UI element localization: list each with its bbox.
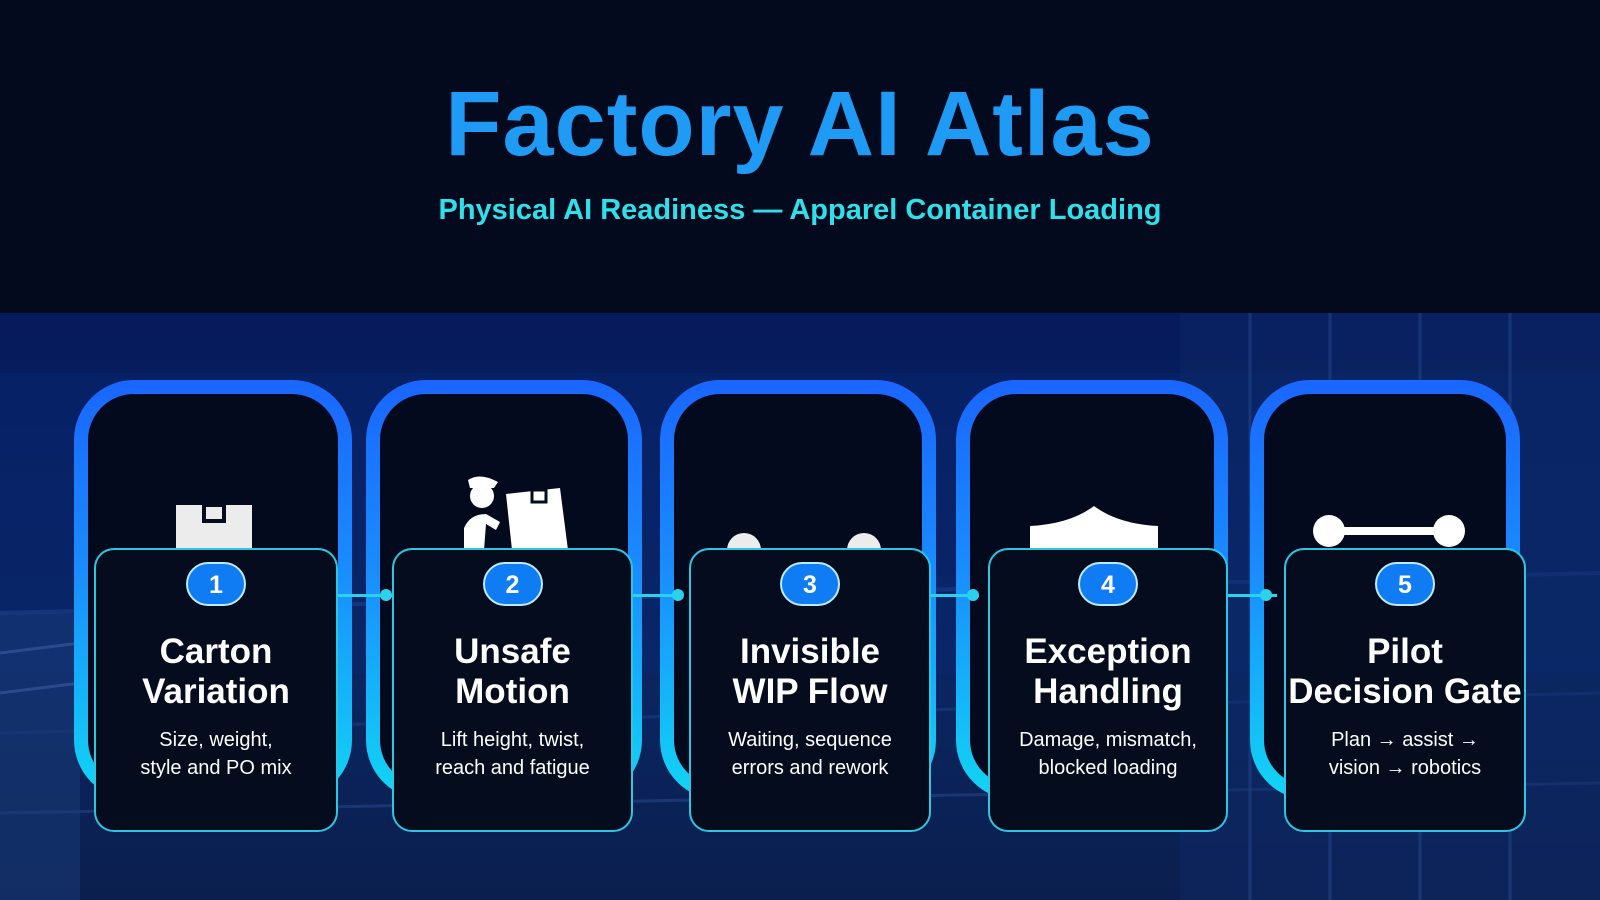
- step-title: Invisible WIP Flow: [691, 632, 929, 712]
- step-card-1: 1 Carton Variation Size, weight, style a…: [94, 548, 338, 832]
- connector-dot: [380, 589, 392, 601]
- step-description: Waiting, sequence errors and rework: [691, 726, 929, 782]
- step-desc-line: vision → robotics: [1328, 757, 1482, 779]
- page-subtitle: Physical AI Readiness — Apparel Containe…: [438, 194, 1162, 226]
- step-title: Pilot Decision Gate: [1286, 632, 1524, 712]
- page-title: Factory AI Atlas: [445, 73, 1155, 175]
- step-desc-line: style and PO mix: [140, 757, 292, 779]
- step-card-2: 2 Unsafe Motion Lift height, twist, reac…: [392, 548, 633, 832]
- step-title: Carton Variation: [96, 632, 336, 712]
- step-title-line: Unsafe: [454, 632, 571, 671]
- step-title-line: Exception: [1024, 632, 1192, 671]
- step-number-badge: 2: [482, 562, 543, 606]
- step-card-4: 4 Exception Handling Damage, mismatch, b…: [988, 548, 1228, 832]
- step-desc-line: Plan → assist →: [1331, 729, 1479, 751]
- step-description: Damage, mismatch, blocked loading: [990, 726, 1226, 782]
- step-desc-line: Size, weight,: [159, 729, 273, 751]
- step-desc-line: Waiting, sequence: [728, 729, 892, 751]
- connector-3-4: [929, 594, 979, 597]
- step-number-badge: 3: [780, 562, 840, 606]
- step-description: Lift height, twist, reach and fatigue: [394, 726, 631, 782]
- flow-nodes-icon: [727, 533, 881, 550]
- step-desc-line: errors and rework: [731, 757, 889, 779]
- connector-dot: [672, 589, 684, 601]
- step-desc-line: Damage, mismatch,: [1019, 729, 1197, 751]
- header: Factory AI Atlas Physical AI Readiness —…: [0, 0, 1600, 313]
- step-number-badge: 1: [186, 562, 246, 606]
- step-title-line: WIP Flow: [732, 672, 888, 711]
- step-number-badge: 4: [1078, 562, 1138, 606]
- step-desc-line: Lift height, twist,: [440, 729, 585, 751]
- step-desc-line: reach and fatigue: [435, 757, 590, 779]
- connector-4-5: [1227, 594, 1277, 597]
- step-title-line: Variation: [142, 672, 290, 711]
- shield-icon: [1030, 506, 1158, 550]
- step-desc-line: blocked loading: [1038, 757, 1178, 779]
- step-title-line: Handling: [1033, 672, 1183, 711]
- connector-dot: [1260, 589, 1272, 601]
- step-title-line: Carton: [159, 632, 273, 671]
- connector-2-3: [631, 594, 681, 597]
- step-number-badge: 5: [1375, 562, 1435, 606]
- step-description: Size, weight, style and PO mix: [96, 726, 336, 782]
- carton-box-icon: [176, 505, 252, 549]
- step-title-line: Pilot: [1367, 632, 1443, 671]
- pipeline-icon: [1313, 515, 1465, 547]
- step-card-5: 5 Pilot Decision Gate Plan → assist → vi…: [1284, 548, 1526, 832]
- worker-lifting-box-icon: [464, 476, 568, 550]
- step-title-line: Decision Gate: [1288, 672, 1522, 711]
- step-title-line: Invisible: [739, 632, 881, 671]
- connector-1-2: [337, 594, 393, 597]
- step-title: Unsafe Motion: [394, 632, 631, 712]
- step-description: Plan → assist → vision → robotics: [1286, 726, 1524, 782]
- connector-dot: [967, 589, 979, 601]
- step-title-line: Motion: [455, 672, 570, 711]
- step-title: Exception Handling: [990, 632, 1226, 712]
- step-card-3: 3 Invisible WIP Flow Waiting, sequence e…: [689, 548, 931, 832]
